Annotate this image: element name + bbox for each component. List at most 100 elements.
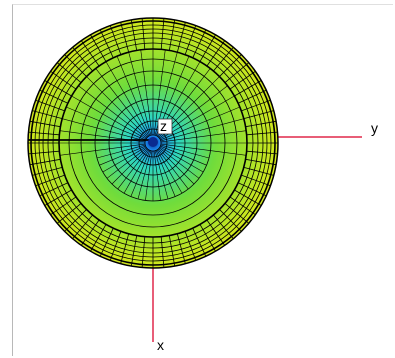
mesh-spoke-outer [120, 233, 130, 264]
mesh-spoke-outer [168, 235, 176, 267]
mesh-spoke-inner [106, 147, 147, 179]
mesh-spoke-outer [229, 196, 256, 216]
mesh-spoke-outer [109, 231, 122, 261]
y-axis-label: y [371, 120, 378, 136]
mesh-spoke-outer [80, 40, 100, 67]
mesh-spoke-outer [44, 80, 72, 97]
mesh-spoke-outer [245, 120, 277, 128]
mesh-spoke-outer [241, 99, 271, 112]
mesh-spoke-outer [39, 182, 68, 197]
mesh-spoke-outer [29, 158, 61, 166]
mesh-spoke-outer [184, 25, 197, 55]
mesh-spoke-outer [243, 110, 274, 120]
mesh-spoke-outer [80, 219, 100, 246]
mesh-spoke-outer [35, 99, 65, 112]
mesh-spoke-inner [78, 85, 147, 139]
mesh-spoke-outer [213, 46, 234, 72]
mesh-spoke-inner [153, 150, 161, 201]
mesh-spoke-outer [28, 150, 60, 155]
x-axis-label: x [157, 337, 164, 353]
mesh-spoke-inner [66, 106, 146, 141]
mesh-spoke-outer [206, 40, 226, 67]
mesh-spoke-outer [241, 174, 271, 187]
mesh-spoke-inner [62, 118, 146, 142]
mesh-spoke-outer [120, 22, 130, 53]
mesh-spoke-outer [238, 182, 267, 197]
mesh-spoke-inner [160, 130, 247, 143]
mesh-spoke-outer [50, 70, 77, 90]
mesh-spoke-inner [145, 150, 153, 201]
mesh-spoke-inner [157, 149, 189, 190]
mesh-spoke-inner [111, 148, 148, 185]
mesh-spoke-inner [123, 149, 150, 194]
mesh-spoke-inner [116, 56, 151, 136]
mesh-spoke-outer [160, 18, 165, 50]
mesh-spoke-outer [192, 29, 207, 58]
mesh-spoke-outer [64, 54, 87, 77]
mesh-spoke-inner [102, 146, 147, 173]
mesh-spoke-outer [213, 214, 234, 240]
mesh-spoke-outer [56, 62, 82, 83]
mesh-spoke-outer [224, 203, 250, 224]
viewport-frame [12, 4, 393, 356]
mesh-spoke-outer [141, 236, 146, 268]
mesh-spoke-inner [86, 76, 148, 138]
mesh-spoke-inner [128, 52, 152, 136]
mesh-spoke-outer [243, 166, 274, 176]
z-axis-marker: z [157, 118, 173, 135]
mesh-spoke-inner [160, 144, 210, 159]
mesh-spoke-outer [184, 231, 197, 261]
mesh-spoke-outer [90, 34, 107, 62]
mesh-spoke-inner [159, 147, 200, 179]
mesh-spoke-outer [35, 174, 65, 187]
mesh-spoke-outer [224, 62, 250, 83]
mesh-spoke-outer [219, 54, 242, 77]
mesh-spoke-outer [246, 131, 278, 136]
mesh-spoke-outer [176, 22, 186, 53]
mesh-spoke-outer [199, 34, 216, 62]
mesh-spoke-outer [50, 196, 77, 216]
mesh-spoke-inner [95, 68, 149, 137]
mesh-spoke-inner [160, 118, 244, 142]
mesh-spoke-inner [117, 149, 149, 190]
mesh-spoke-outer [56, 203, 82, 224]
mesh-spoke-inner [71, 95, 147, 140]
mesh-spoke-outer [176, 233, 186, 264]
mesh-spoke-outer [206, 219, 226, 246]
mesh-spoke-outer [238, 89, 267, 104]
mesh-spoke-inner [156, 149, 183, 194]
mesh-spoke-outer [141, 18, 146, 50]
mesh-spoke-inner [99, 145, 146, 166]
mesh-spoke-inner [160, 143, 247, 156]
mesh-spoke-outer [245, 158, 277, 166]
mesh-spoke-outer [32, 166, 63, 176]
mesh-spoke-outer [72, 214, 93, 240]
mesh-spoke-outer [64, 209, 87, 232]
mesh-spoke-inner [130, 150, 151, 197]
mesh-spoke-inner [159, 146, 204, 173]
mesh-spoke-inner [96, 144, 146, 159]
mesh-spoke-inner [155, 150, 176, 197]
mesh-spoke-outer [28, 131, 60, 136]
mesh-spoke-outer [99, 29, 114, 58]
mesh-spoke-outer [130, 19, 138, 51]
mesh-spoke-outer [246, 150, 278, 155]
mesh-spoke-outer [192, 228, 207, 257]
mesh-spoke-outer [109, 25, 122, 55]
mesh-spoke-outer [130, 235, 138, 267]
mesh-spoke-outer [39, 89, 68, 104]
mesh-spoke-inner [105, 61, 150, 137]
mesh-spoke-inner [153, 49, 166, 136]
mesh-spoke-inner [158, 148, 195, 185]
mesh-spoke-outer [72, 46, 93, 72]
mesh-spoke-inner [154, 150, 169, 200]
mesh-spoke-outer [99, 228, 114, 257]
mesh-spoke-outer [44, 189, 72, 206]
mesh-spoke-outer [234, 189, 262, 206]
mesh-spoke-outer [160, 236, 165, 268]
mesh-spoke-outer [234, 80, 262, 97]
mesh-spoke-outer [90, 224, 107, 252]
mesh-spoke-inner [160, 106, 240, 141]
